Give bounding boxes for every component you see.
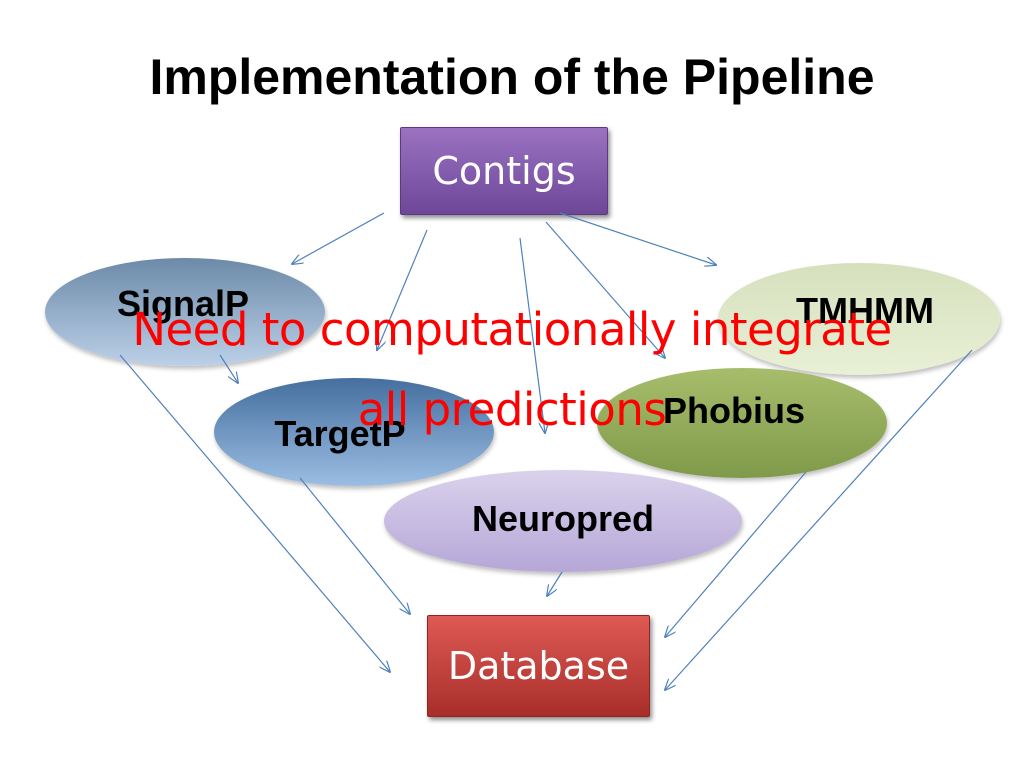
arrow-targetp-to-database — [299, 477, 410, 614]
arrow-contigs-to-tmhmm — [559, 212, 716, 265]
signalp-label: SignalP — [116, 283, 250, 324]
arrow-neuropred-to-database — [547, 571, 563, 596]
contigs-box: Contigs — [400, 127, 608, 215]
database-label: Database — [447, 644, 630, 688]
integration-callout: Need to computationally integrate all pr… — [0, 290, 1024, 450]
database-box: Database — [427, 615, 650, 717]
arrow-contigs-to-signalp — [292, 212, 385, 264]
callout-line-2: all predictions — [357, 383, 667, 436]
signalp-ellipse: SignalP — [45, 258, 325, 366]
slide-title: Implementation of the Pipeline — [149, 49, 875, 105]
contigs-label: Contigs — [432, 149, 576, 193]
callout-line-1: Need to computationally integrate — [132, 303, 892, 356]
tmhmm-label: TMHMM — [796, 290, 934, 331]
neuropred-label: Neuropred — [471, 498, 655, 539]
neuropred-ellipse: Neuropred — [384, 470, 742, 572]
